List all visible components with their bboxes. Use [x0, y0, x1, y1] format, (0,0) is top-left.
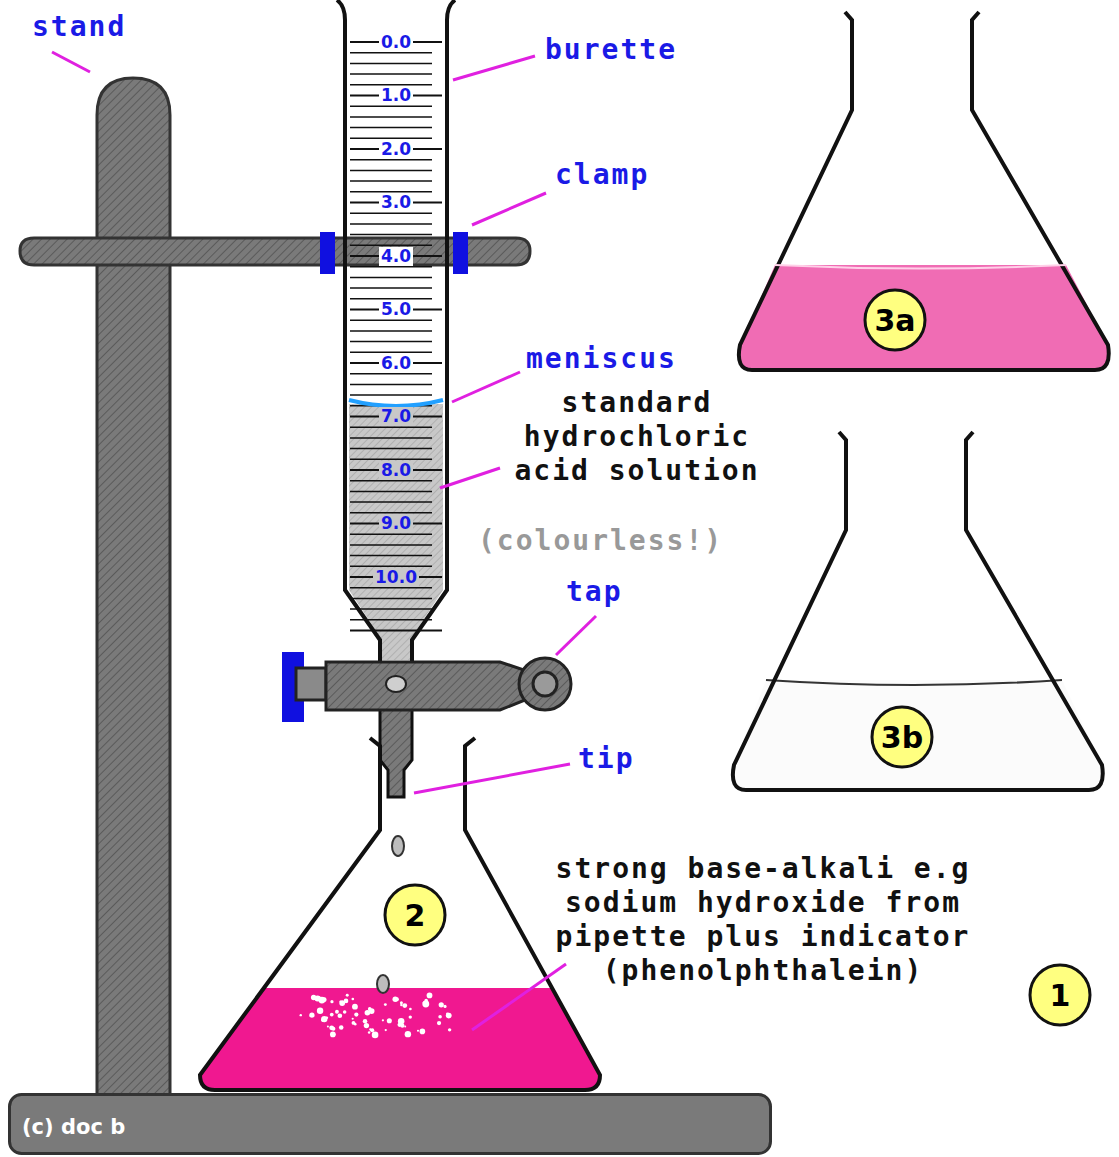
scale-number: 10.0	[373, 568, 419, 587]
acid-liquid	[349, 404, 443, 660]
scale-number: 9.0	[379, 514, 413, 533]
part-label: tip	[578, 742, 635, 776]
scale-number: 3.0	[379, 193, 413, 212]
scale-number: 0.0	[379, 33, 413, 52]
stand-rod	[97, 78, 170, 1100]
conical-flask	[200, 738, 600, 1090]
acid-drop	[377, 975, 389, 993]
callout-number: 1	[1028, 963, 1092, 1027]
tap-bore	[386, 676, 406, 692]
scale-number: 2.0	[379, 140, 413, 159]
part-label: clamp	[555, 158, 649, 192]
callout-circle: 3a	[863, 288, 927, 352]
part-label: stand	[32, 10, 126, 44]
acid-drop	[392, 836, 404, 856]
flask-liquid	[200, 988, 600, 1090]
scale-number: 8.0	[379, 461, 413, 480]
scale-number: 1.0	[379, 86, 413, 105]
part-label: meniscus	[526, 342, 677, 376]
reaction-speckle	[300, 993, 452, 1039]
colourless-solution	[733, 680, 1103, 790]
tap-ring-hole	[533, 672, 557, 696]
burette-tube	[337, 0, 455, 662]
part-label: burette	[545, 33, 677, 67]
base-plate: (c) doc b	[8, 1093, 772, 1155]
flask-3b	[733, 432, 1103, 790]
colourless-surface	[766, 680, 1062, 685]
scale-number: 7.0	[379, 407, 413, 426]
clamp-pad	[453, 232, 468, 274]
part-label: tap	[566, 575, 623, 609]
callout-number: 3a	[863, 288, 927, 352]
callout-number: 3b	[870, 705, 934, 769]
meniscus-curve	[349, 400, 443, 406]
note-label: (colourless!)	[478, 524, 723, 558]
callout-number: 2	[383, 883, 447, 947]
callout-circle: 1	[1028, 963, 1092, 1027]
tap-body	[326, 662, 530, 710]
callout-circle: 3b	[870, 705, 934, 769]
pink-surface	[775, 265, 1066, 269]
burette-graduations	[350, 42, 442, 631]
tap-ring	[519, 658, 571, 710]
scale-number: 6.0	[379, 354, 413, 373]
solution-label: strong base-alkali e.g sodium hydroxide …	[528, 852, 998, 988]
flask-3a	[739, 12, 1109, 370]
burette-tip	[380, 700, 412, 797]
solution-label: standard hydrochloric acid solution	[508, 386, 766, 488]
callout-circle: 2	[383, 883, 447, 947]
clamp-pad	[320, 232, 335, 274]
scale-number: 5.0	[379, 300, 413, 319]
tap-stem	[296, 668, 326, 700]
scale-number: 4.0	[379, 247, 413, 266]
pink-solution	[739, 265, 1109, 370]
copyright-note: (c) doc b	[8, 1093, 772, 1139]
